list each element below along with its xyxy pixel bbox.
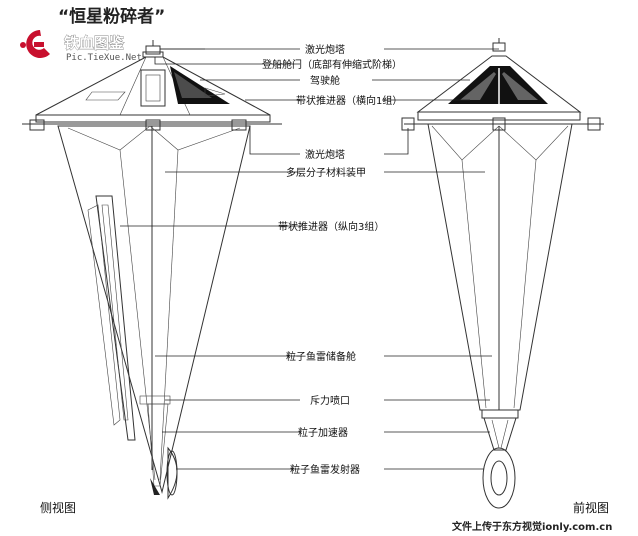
label-side-view: 侧视图 [40, 500, 76, 515]
label-laser-turret-top: 激光炮塔 [305, 43, 345, 56]
label-torpedo-storage: 粒子鱼雷储备舱 [286, 350, 356, 363]
front-view-ship [401, 38, 604, 509]
side-view-ship [22, 40, 282, 500]
label-repulsor-nozzle: 斥力喷口 [310, 394, 350, 407]
watermark-url: Pic.TieXue.Net [66, 53, 142, 63]
watermark-brand: 铁血图鉴 [64, 34, 125, 52]
diagram-title: “恒星粉碎者” [58, 6, 165, 27]
leader-lines [120, 48, 499, 470]
label-multilayer-armor: 多层分子材料装甲 [286, 166, 366, 179]
watermark-logo [20, 30, 50, 58]
label-cockpit: 驾驶舱 [310, 74, 340, 87]
footer-watermark: 文件上传于东方视觉ionly.com.cn [452, 520, 612, 533]
label-particle-accelerator: 粒子加速器 [298, 426, 348, 439]
label-laser-turret-side: 激光炮塔 [305, 148, 345, 161]
label-boarding-hatch: 登船舱门（底部有伸缩式阶梯） [262, 58, 402, 71]
label-band-thruster-horizontal: 带状推进器（横向1组） [296, 94, 402, 107]
label-band-thruster-vertical: 带状推进器（纵向3组） [278, 220, 384, 233]
label-front-view: 前视图 [573, 500, 609, 515]
label-torpedo-launcher: 粒子鱼雷发射器 [290, 463, 360, 476]
